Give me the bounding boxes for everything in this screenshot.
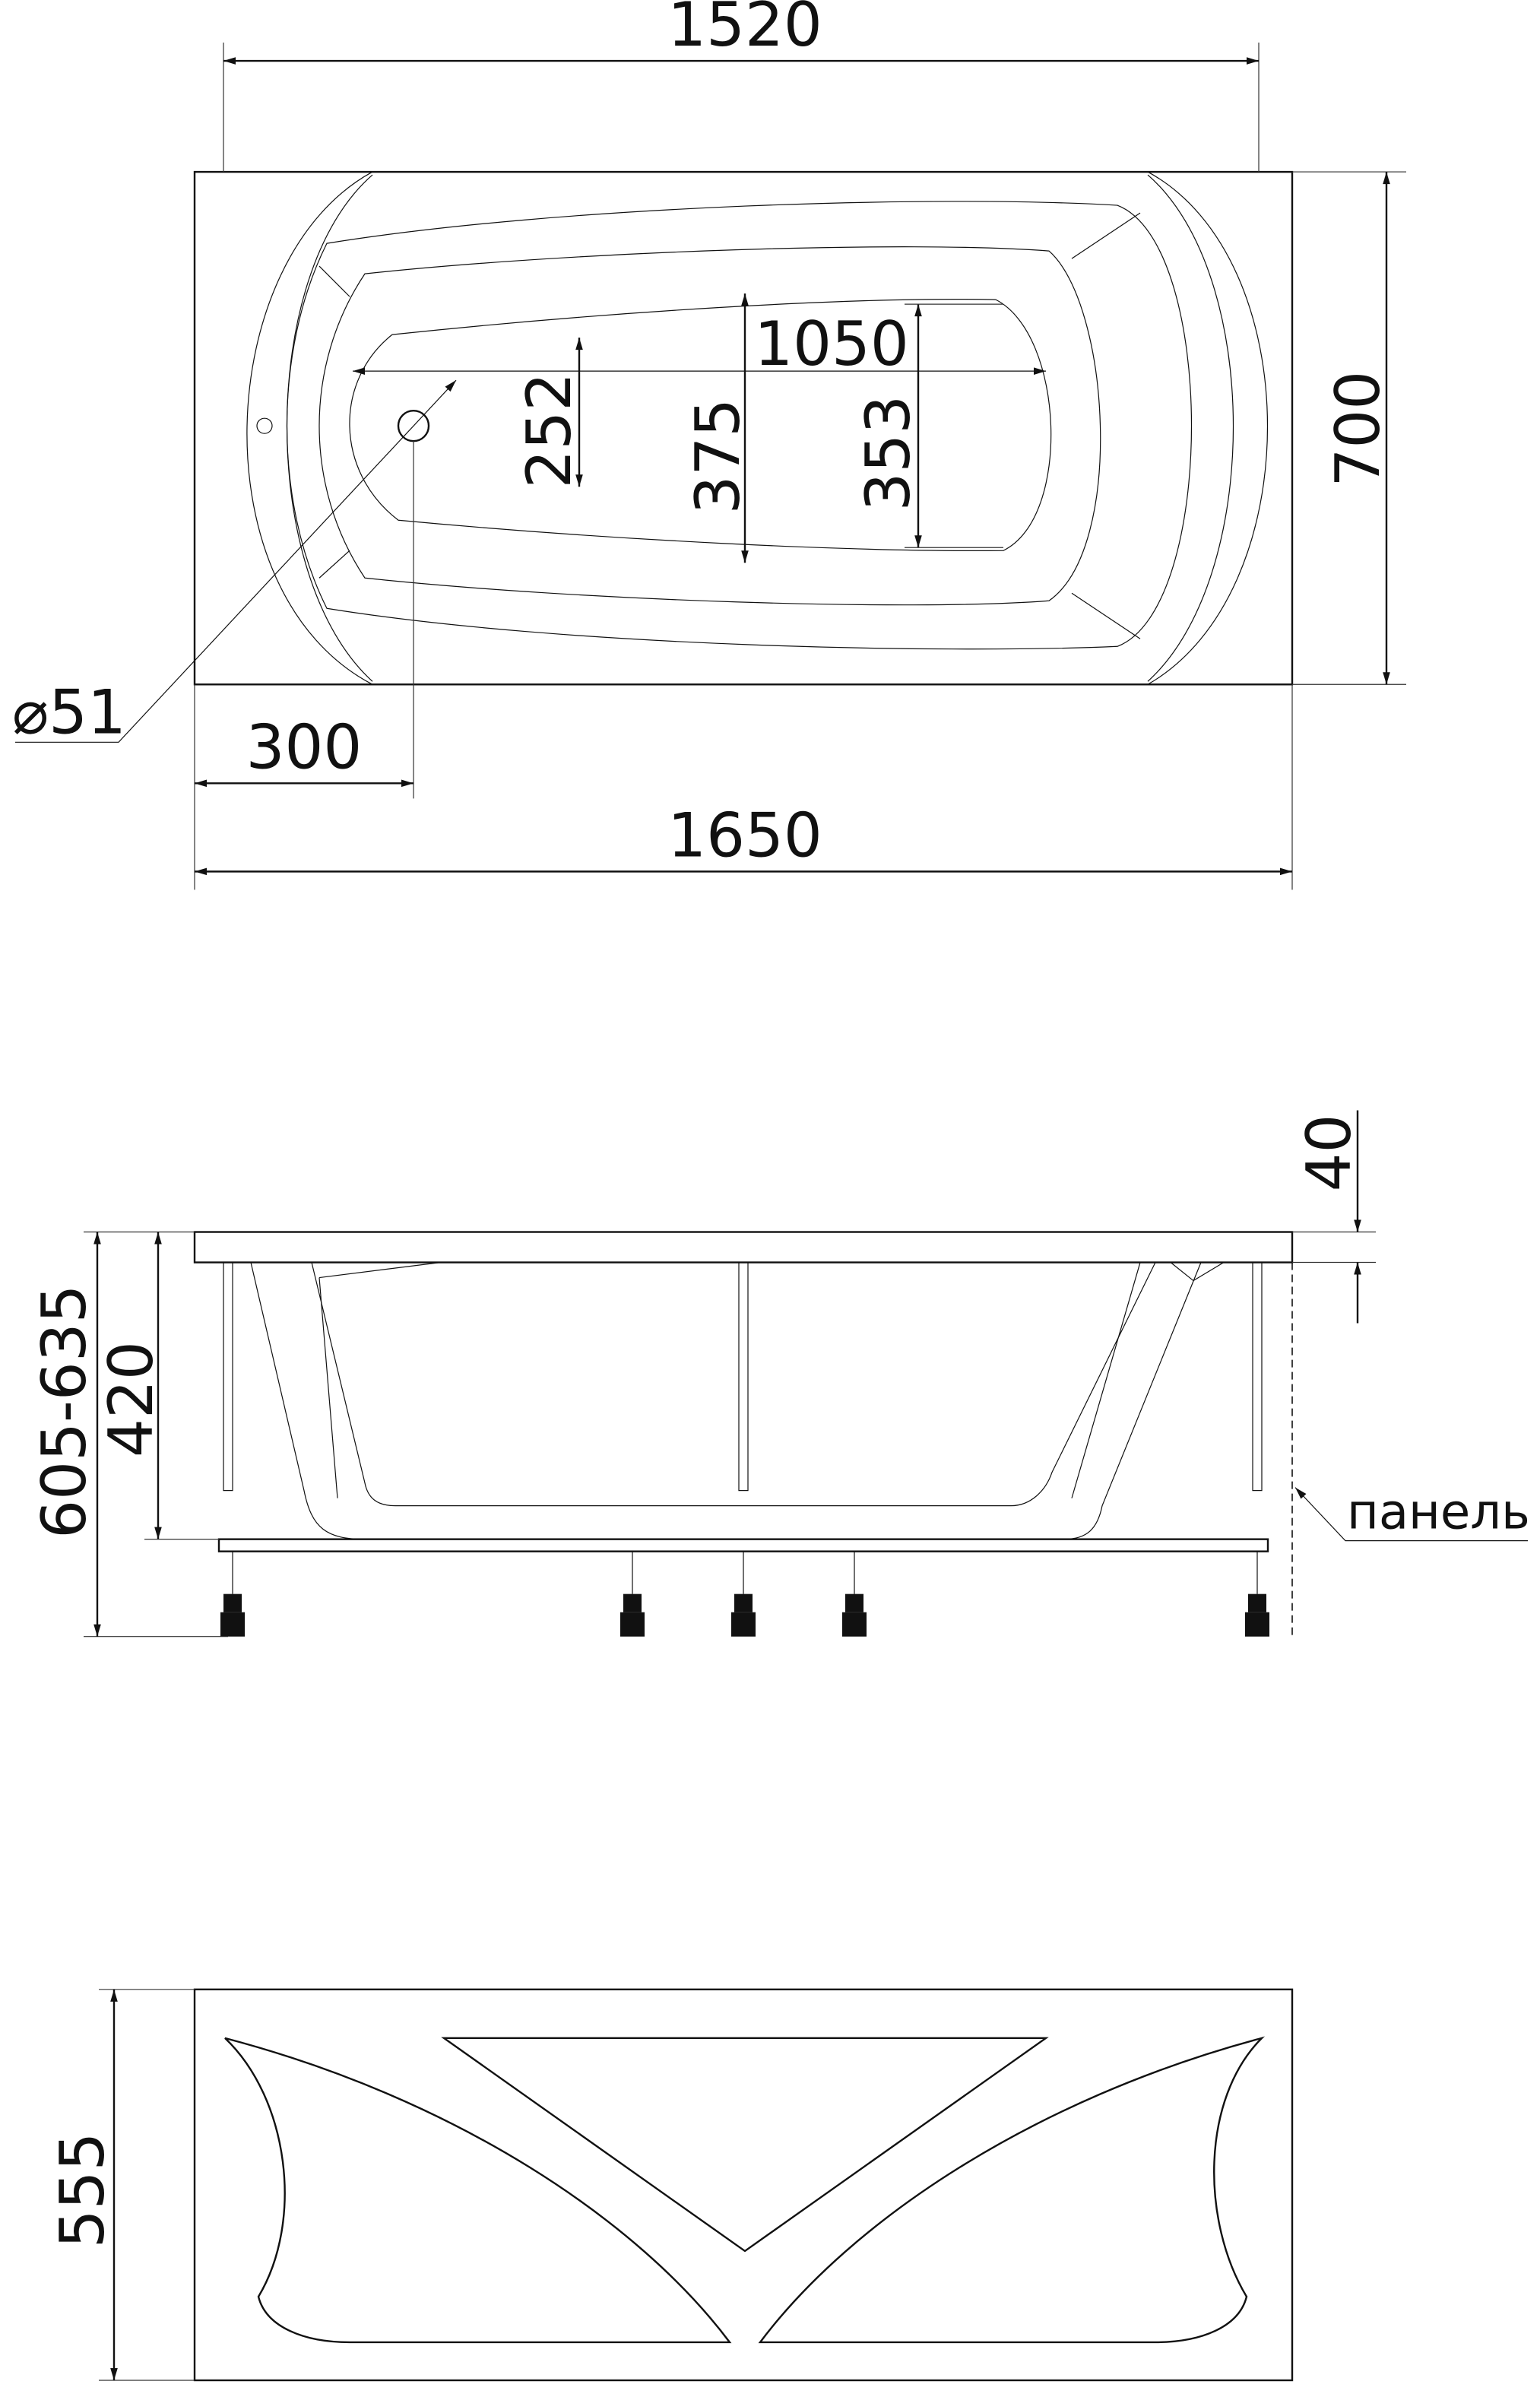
adjustable-foot [731,1551,756,1637]
adjustable-foot [1245,1551,1269,1637]
bowl-outline [286,201,1193,650]
adjustable-foot [842,1551,867,1637]
support-leg [738,1261,749,1492]
rim-curve-right [1147,171,1268,685]
dim-width: 700 [1323,371,1393,487]
dim-bottom-width-left: 252 [514,373,585,489]
dim-rim: 40 [1294,1115,1364,1192]
support-leg [1252,1261,1263,1492]
bowl-corner-lines [318,212,1141,639]
panel-decor-center [441,2037,1049,2253]
adjustable-foot [220,1551,245,1637]
adjustable-feet [220,1551,1269,1637]
front-panel-outline [193,1988,1294,2382]
dim-outer-length: 1650 [667,800,822,870]
top-view: 1520 1650 300 700 1050 252 375 353 ⌀51 [12,0,1406,890]
dim-inner-length: 1520 [667,0,822,60]
rim-curve-right-inner [1147,174,1234,682]
dim-depth: 420 [96,1341,166,1457]
panel-leader [1294,1487,1528,1542]
support-frame [217,1538,1269,1552]
panel-decor-left [224,2037,732,2344]
tub-shell-inner [311,1262,1156,1507]
dim-bottom-width-right: 353 [853,395,924,512]
side-view: 605-635 420 40 панель [29,1110,1530,1638]
dim-bottom-length: 1050 [754,309,909,379]
rim-curve-left [246,171,373,685]
dim-drain-diameter: ⌀51 [12,677,126,747]
tub-shell-details [318,1261,1225,1498]
bowl-inner-outline [318,246,1101,606]
tub-shell-outer [250,1262,1202,1540]
rim-curve-left-inner [287,174,373,682]
front-panel-view: 555 [47,1988,1294,2382]
support-leg [223,1261,233,1492]
dim-bottom-width-mid: 375 [683,398,753,515]
drain-diameter-leader [15,379,457,743]
tub-rim-side [193,1231,1294,1264]
support-legs [217,1261,1269,1552]
dim-total-height: 605-635 [29,1284,100,1538]
overflow-hole [256,417,273,434]
panel-decor-right [758,2036,1266,2344]
panel-label: панель [1347,1485,1530,1541]
adjustable-foot [620,1551,645,1637]
dim-panel-height: 555 [47,2132,118,2249]
tub-bottom-outline [349,299,1052,551]
tub-outline-top [193,170,1294,686]
dim-drain-offset: 300 [246,712,363,782]
